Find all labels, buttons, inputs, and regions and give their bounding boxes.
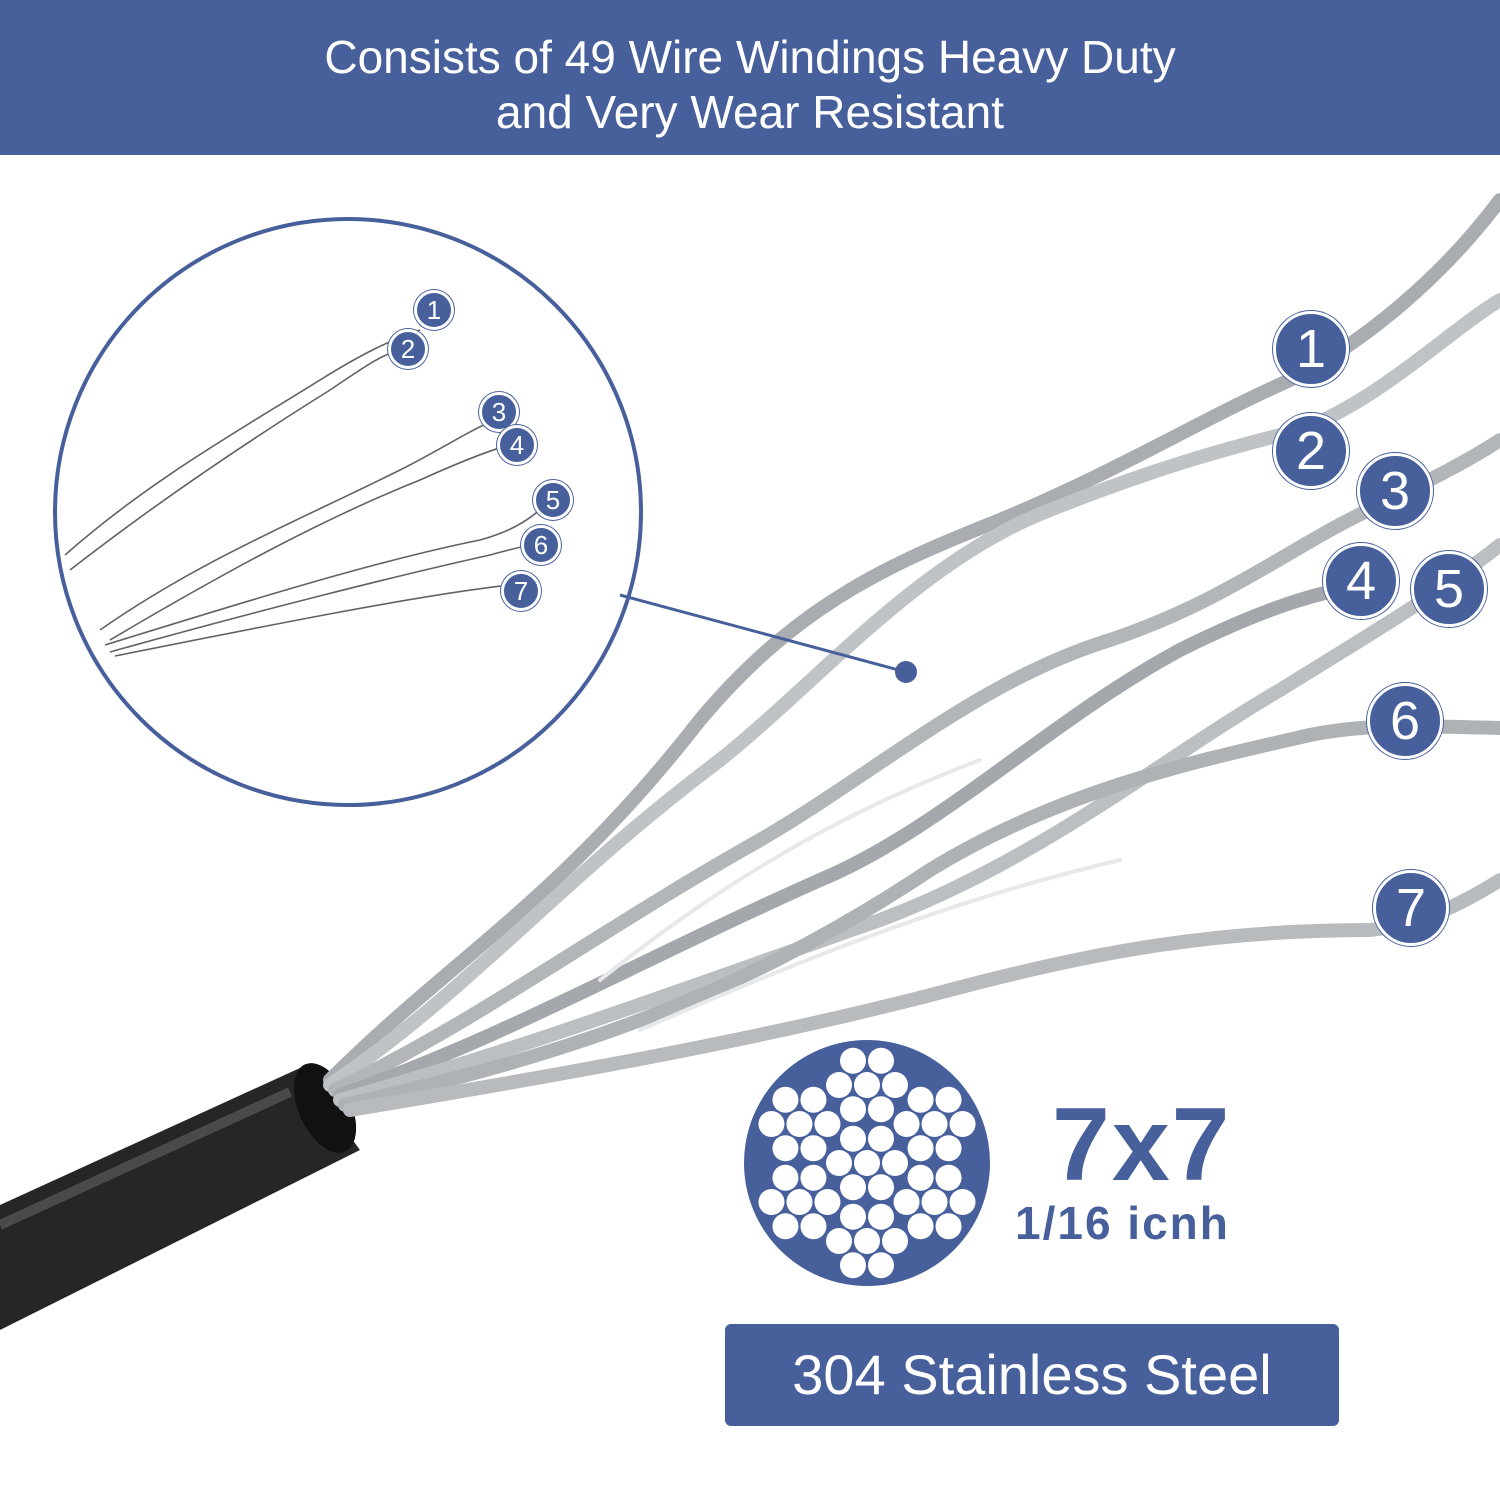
cross-section-wire [868,1096,894,1123]
cross-section-wire [935,1135,962,1162]
cross-section-wire [800,1164,827,1191]
cross-section-wire [800,1086,827,1113]
cross-section-wire [893,1189,920,1215]
cross-section-wire [772,1164,799,1191]
header-banner: Consists of 49 Wire Windings Heavy Duty … [0,0,1500,155]
cross-section-wire [907,1086,934,1113]
cross-section-wire [893,1111,920,1137]
cross-section-wire [949,1189,976,1215]
strand-marker-2: 2 [1273,413,1349,489]
cross-section-wire [814,1111,841,1137]
zoom-strand-3 [99,419,496,631]
strand-marker-6: 6 [1367,683,1443,759]
cross-section-wire [935,1164,962,1191]
strand-2-wire [323,293,1500,1092]
strand-highlight [598,758,982,982]
zoom-marker-1: 1 [414,290,454,330]
cross-section-wire [868,1047,894,1074]
cross-section-wire [840,1096,866,1123]
zoom-marker-4: 4 [497,425,537,465]
cross-section-wire [840,1252,866,1279]
coated-cable [0,1068,360,1330]
cross-section-wire [758,1189,785,1215]
cross-section-wire [772,1213,799,1240]
zoom-strand-7 [114,584,511,657]
zoom-marker-5: 5 [533,480,573,520]
material-badge: 304 Stainless Steel [725,1324,1339,1426]
cross-section-wire [868,1252,894,1279]
strand-marker-4: 4 [1323,543,1399,619]
cross-section-wire [935,1086,962,1113]
strand-5-wire [333,538,1500,1107]
zoom-strands [64,329,546,657]
cross-section-wire [949,1111,976,1137]
cross-section-wire [826,1072,852,1098]
cross-section-strands [758,1047,976,1279]
cross-section-wire [868,1125,894,1152]
cross-section-wire [921,1111,948,1137]
cross-section-wire [840,1125,866,1152]
cross-section-wire [772,1086,799,1113]
cross-section-wire [840,1047,866,1074]
cross-section-wire [854,1150,880,1176]
strand-marker-1: 1 [1273,311,1349,387]
cross-section-wire [907,1164,934,1191]
cross-section-wire [814,1189,841,1215]
wire-rope-illustration [0,193,1500,1330]
zoom-strand-2 [69,349,401,571]
cross-section-wire [786,1111,813,1137]
cross-section-wire [868,1174,894,1201]
strand-marker-5: 5 [1411,551,1487,627]
cross-section-wire [921,1189,948,1215]
cross-section-wire [800,1135,827,1162]
cross-section-wire [868,1203,894,1230]
zoom-marker-6: 6 [521,525,561,565]
zoom-marker-7: 7 [501,571,541,611]
cross-section-wire [800,1213,827,1240]
cross-section-wire [826,1228,852,1254]
strand-highlight [638,858,1122,1032]
strand-4-wire [333,578,1377,1102]
cross-section-wire [854,1072,880,1098]
cross-section-wire [840,1174,866,1201]
cross-section-wire [854,1228,880,1254]
cross-section-wire [907,1213,934,1240]
strand-6-wire [338,719,1500,1112]
strand-marker-7: 7 [1373,870,1449,946]
zoom-strand-6 [109,544,536,653]
header-line-1: Consists of 49 Wire Windings Heavy Duty [324,31,1176,83]
cross-section-wire [772,1135,799,1162]
header-line-2: and Very Wear Resistant [496,86,1004,138]
callout-leader-line [619,593,907,674]
cross-section-wire [882,1228,908,1254]
cross-section-wire [882,1150,908,1176]
cable-highlight [0,1087,293,1230]
zoom-strand-1 [64,329,421,556]
strand-marker-3: 3 [1357,453,1433,529]
zoom-strand-4 [109,444,511,641]
diameter-label: 1/16 icnh [1015,1197,1230,1249]
cross-section-wire [758,1111,785,1137]
zoom-marker-3: 3 [479,392,519,432]
construction-label: 7x7 [1052,1087,1232,1203]
zoom-marker-2: 2 [388,329,428,369]
cross-section-wire [786,1189,813,1215]
callout-anchor-dot [895,661,917,683]
cross-section-wire [826,1150,852,1176]
cross-section-wire [882,1072,908,1098]
cross-section-wire [935,1213,962,1240]
cross-section-wire [840,1203,866,1230]
cross-section-wire [907,1135,934,1162]
zoom-strand-5 [104,504,546,646]
